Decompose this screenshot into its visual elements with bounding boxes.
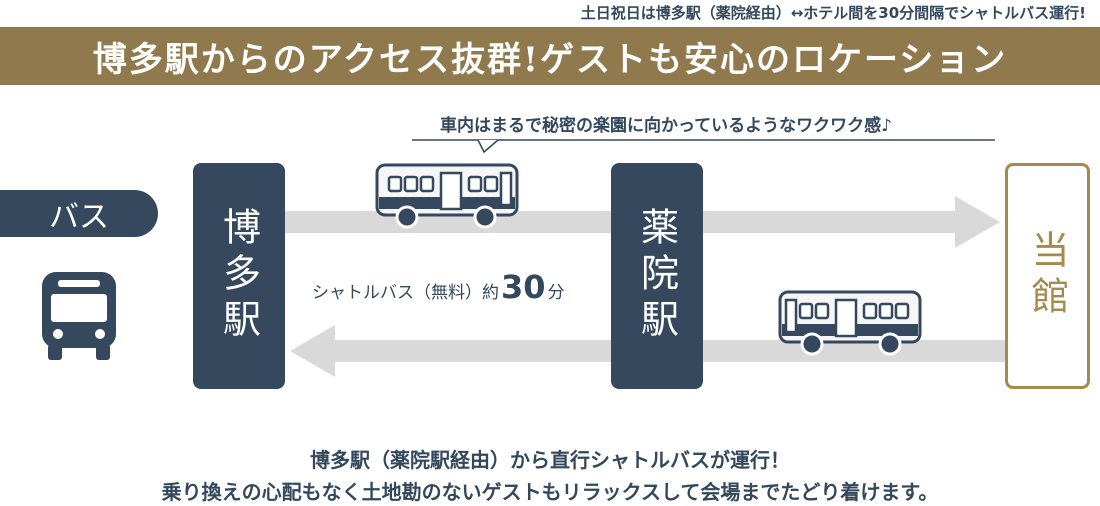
speech-bubble-text: 車内はまるで秘密の楽園に向かっているようなワクワク感♪ [440,116,892,136]
bus-label-pill: バス [0,190,158,237]
bus-label: バス [49,199,109,235]
station-yakuin: 薬院駅 [611,163,703,389]
bus-illustration [778,290,922,356]
top-note: 土日祝日は博多駅（薬院経由）↔ホテル間を30分間隔でシャトルバス運行! [580,4,1086,22]
hotel-box: 当館 [1005,163,1090,389]
shuttle-minutes: 30 [501,268,546,306]
speech-bubble-tail [477,139,499,154]
bus-illustration [375,163,519,229]
shuttle-label: シャトルバス（無料）約 [312,283,499,303]
bus-icon [42,272,116,360]
header-banner: 博多駅からのアクセス抜群!ゲストも安心のロケーション [0,27,1100,85]
footer-line-2: 乗り換えの心配もなく土地勘のないゲストもリラックスして会場までたどり着けます。 [161,480,939,504]
station-hakata-label: 博多駅 [216,207,261,345]
arrow-right-head [955,196,1000,248]
shuttle-info: シャトルバス（無料）約 30 分 [312,268,565,306]
hotel-label: 当館 [1025,230,1069,322]
footer-line-1: 博多駅（薬院駅経由）から直行シャトルバスが運行！ [310,448,790,472]
shuttle-unit: 分 [547,283,565,303]
station-hakata: 博多駅 [193,163,285,389]
arrow-left-head [290,325,335,377]
banner-title: 博多駅からのアクセス抜群!ゲストも安心のロケーション [92,39,1008,80]
station-yakuin-label: 薬院駅 [634,207,679,345]
